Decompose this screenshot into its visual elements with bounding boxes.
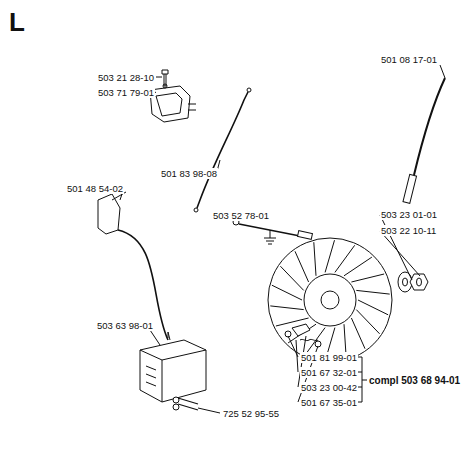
part-number: 501 08 17-01 bbox=[380, 54, 438, 65]
part-number: 503 23 00-42 bbox=[300, 382, 358, 393]
flywheel-fin bbox=[351, 318, 365, 349]
part-number: 501 48 54-02 bbox=[66, 183, 124, 194]
part-number: 503 23 01-01 bbox=[380, 209, 438, 220]
flywheel-fin bbox=[344, 257, 372, 276]
flywheel-fin bbox=[356, 310, 379, 334]
flywheel-fin bbox=[305, 328, 325, 355]
flywheel-fin bbox=[325, 240, 334, 272]
part-number: 501 81 99-01 bbox=[300, 352, 358, 363]
part-number: 501 83 98-08 bbox=[160, 168, 218, 179]
part-number: 501 67 32-01 bbox=[300, 367, 358, 378]
part-number: 503 71 79-01 bbox=[97, 87, 155, 98]
part-number: 725 52 95-55 bbox=[222, 408, 280, 419]
part-number: 503 22 10-11 bbox=[380, 225, 437, 236]
flywheel-fin bbox=[288, 324, 316, 343]
part-number: 503 63 98-01 bbox=[96, 320, 154, 331]
flywheel-fin bbox=[272, 285, 302, 300]
flywheel-fin bbox=[280, 266, 303, 290]
flywheel-fin bbox=[358, 300, 388, 315]
assembly-number: compl 503 68 94-01 bbox=[368, 375, 461, 386]
flywheel-fin bbox=[270, 306, 303, 310]
flywheel-fin bbox=[295, 251, 309, 282]
part-number: 503 21 28-10 bbox=[97, 72, 155, 83]
part-number: 501 67 35-01 bbox=[300, 397, 358, 408]
flywheel-fin bbox=[351, 274, 384, 282]
flywheel-fin bbox=[335, 245, 355, 272]
flywheel-fin bbox=[356, 290, 389, 294]
section-letter: L bbox=[8, 8, 26, 36]
part-number: 503 52 78-01 bbox=[212, 210, 270, 221]
flywheel-fin bbox=[314, 242, 316, 276]
